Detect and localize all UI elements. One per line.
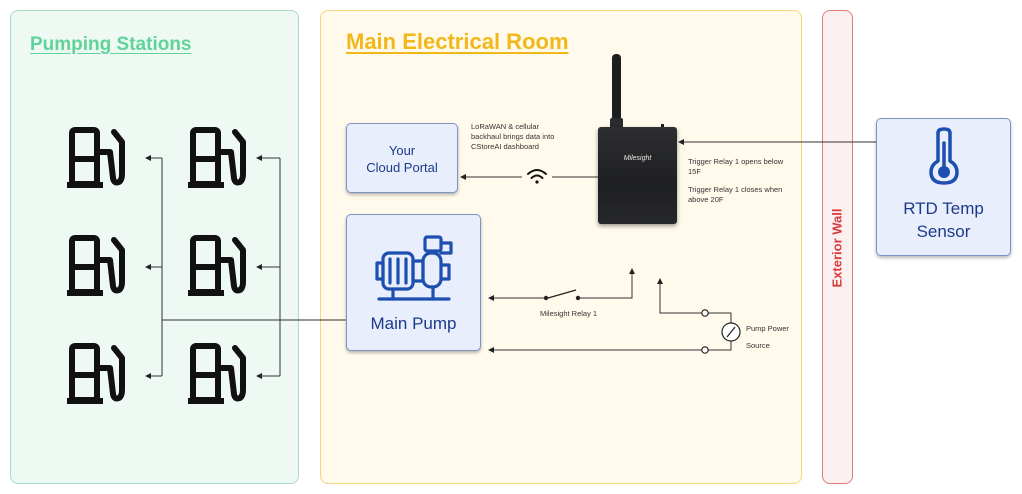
trigger-open-line-1: Trigger Relay 1 opens below [688, 157, 784, 166]
backhaul-line-2: backhaul brings data into [471, 132, 555, 141]
backhaul-line-1: LoRaWAN & cellular [471, 122, 540, 131]
fuel-pump-icon [67, 343, 125, 404]
relay-riser [578, 268, 635, 299]
milesight-gateway-device: Milesight [598, 127, 677, 224]
backhaul-line-3: CStoreAI dashboard [471, 142, 539, 151]
main-pump-node: Main Pump [346, 214, 481, 351]
relay-label: Milesight Relay 1 [540, 309, 598, 318]
pumping-stations-panel [10, 10, 299, 484]
thermometer-icon [929, 127, 959, 185]
power-source-icon [701, 309, 741, 354]
relay-switch-icon [543, 289, 581, 301]
fuel-pump-icon [67, 235, 125, 296]
cloud-portal-label-line2: Cloud Portal [366, 160, 438, 175]
rtd-temp-sensor-node: RTD Temp Sensor [876, 118, 1011, 256]
cloud-portal-label-line1: Your [388, 143, 416, 158]
pump-icon [375, 235, 453, 301]
power-source-annotation: Pump Power Source [746, 320, 789, 354]
rtd-sensor-label-line2: Sensor [916, 222, 971, 241]
fuel-pump-icon [188, 127, 246, 188]
main-pump-label: Main Pump [370, 314, 457, 333]
gateway-brand-label: Milesight [623, 155, 652, 162]
fuel-pump-icon [188, 235, 246, 296]
power-source-wires [705, 312, 732, 351]
fuel-pump-icon [67, 127, 125, 188]
exterior-wall-panel [822, 10, 853, 484]
rtd-sensor-label-line1: RTD Temp [903, 199, 984, 218]
trigger-close-line-1: Trigger Relay 1 closes when [688, 185, 783, 194]
trigger-close-line-2: above 20F [688, 195, 724, 204]
antenna-icon [610, 54, 664, 130]
rtd-temp-sensor-label: RTD Temp Sensor [877, 197, 1010, 243]
fuel-pump-icon [188, 343, 246, 404]
power-line-2: Source [746, 341, 770, 350]
main-electrical-room-title: Main Electrical Room [346, 29, 569, 54]
cloud-portal-node: Your Cloud Portal [346, 123, 458, 193]
trigger-close-annotation: Trigger Relay 1 closes when above 20F [688, 185, 782, 205]
backhaul-annotation: LoRaWAN & cellular backhaul brings data … [471, 122, 554, 152]
trigger-open-line-2: 15F [688, 167, 701, 176]
wifi-icon [527, 169, 547, 184]
power-line-1: Pump Power [746, 324, 789, 333]
power-riser [657, 278, 705, 314]
trigger-open-annotation: Trigger Relay 1 opens below 15F [688, 157, 783, 177]
pumping-stations-title: Pumping Stations [30, 34, 192, 55]
